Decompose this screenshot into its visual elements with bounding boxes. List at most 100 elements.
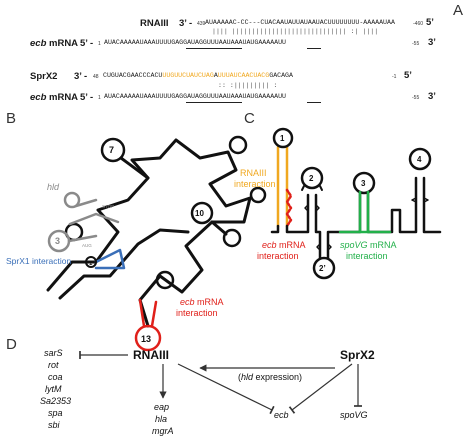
panel-b-structure: [46, 135, 267, 352]
rnaiii-ecb-pairing: |||| ||||||||||||||||||||||||||||| :| ||…: [212, 28, 379, 35]
hld-label: hld: [47, 182, 60, 192]
sprx2-start-pos: 48: [93, 74, 99, 80]
c-loop-1: [272, 127, 294, 149]
rnaiii-end-pos: -460: [413, 21, 424, 27]
loop-7-stem: [119, 156, 150, 180]
c-loop-2-label: 2: [309, 174, 314, 183]
c-loop-1-label: 1: [280, 134, 285, 143]
c-loop-4-label: 4: [417, 155, 422, 164]
sprx2-label: SprX2: [30, 71, 58, 82]
ecb-mrna-start-pos-1: 1: [98, 41, 101, 47]
c-loop-3-label: 3: [361, 179, 366, 188]
panel-d-network: sarS rot coa lytM Sa2353 spa sbi RNAIII …: [40, 348, 375, 436]
ecb-mrna-3prime-2: 3’: [428, 91, 436, 102]
loop-10-label: 10: [195, 209, 204, 218]
sd-underline-2: [186, 102, 242, 103]
aug-label: AUG: [82, 243, 92, 248]
c-ecb-mrna-label: ecb mRNA: [262, 240, 306, 250]
hld-loop: [63, 191, 81, 209]
sprx2-node: SprX2: [340, 348, 375, 362]
target-rot: rot: [48, 360, 59, 370]
c-loop-2-prime-label: 2’: [319, 264, 326, 273]
sprx2-5prime: 5’: [404, 70, 412, 81]
sprx2-end-pos: -1: [392, 74, 397, 80]
hld-expression-label: (hld expression): [238, 372, 302, 382]
ecb-mrna-label-2: ecb mRNA: [30, 92, 79, 103]
target-sa2353: Sa2353: [40, 396, 71, 406]
rnaiii-backbone: [46, 138, 252, 328]
ecb-mrna-3prime-1: 3’: [428, 37, 436, 48]
aug-underline-1: [307, 48, 321, 49]
panel-d-letter: D: [6, 336, 17, 353]
sprx2-3prime: 3’ -: [74, 71, 88, 82]
ecb-interaction-label-b: interaction: [176, 308, 218, 318]
hairpin-right-3: [222, 228, 242, 248]
ecb-mrna-5prime-2: 5’ -: [80, 92, 94, 103]
c-loop-2-prime: [312, 256, 336, 280]
target-coa: coa: [48, 372, 63, 382]
rnaiii-3prime: 3’ -: [179, 18, 193, 29]
orange-stem: [276, 145, 289, 228]
loop-1-label: 1: [89, 261, 93, 267]
green-stem: [358, 190, 370, 234]
panel-b-letter: B: [6, 110, 17, 127]
loop-10: [190, 201, 214, 225]
rnaiii-interaction-label-1: RNAIII: [240, 168, 267, 178]
aug-underline-2: [307, 102, 321, 103]
panel-c-letter: C: [244, 110, 255, 127]
target-mgra: mgrA: [152, 426, 174, 436]
sprx2-sequence: CUGUACGAACCCACUUUGUUCUAUCUAGAUUUAUCAACUA…: [103, 72, 293, 79]
loop-7: [100, 137, 126, 163]
ecb-mrna-sequence-2: AUACAAAAAUAAAUUUUGAGGAUAGGUUUAAUAAAUAUGA…: [104, 93, 287, 100]
sd-underline-1: [186, 48, 242, 49]
stop-label: STOP: [102, 204, 114, 209]
target-eap: eap: [154, 402, 169, 412]
c-loop-4: [408, 147, 432, 171]
sprx1-label: SprX1 interaction: [6, 256, 71, 266]
ecb-mrna-label-1: ecb mRNA: [30, 38, 79, 49]
panel-c-labels: 1 2 3 4 2’ RNAIII interaction ecb mRNA i…: [234, 134, 422, 273]
loop-13-label: 13: [141, 334, 151, 344]
c-ecb-interaction-label: interaction: [257, 251, 299, 261]
loop-3-label: 3: [55, 236, 60, 246]
rnaiii-start-pos: 439: [197, 21, 206, 27]
target-spovg: spoVG: [340, 410, 368, 420]
ecb-mrna-start-pos-2: 1: [98, 95, 101, 101]
ecb-interaction-segment: [285, 188, 293, 228]
ecb-mrna-5prime-1: 5’ -: [80, 38, 94, 49]
panel-b-labels: 7 10 3 13 1 hld STOP AUG SprX1 interacti…: [6, 145, 224, 344]
target-sbi: sbi: [48, 420, 61, 430]
target-spa: spa: [48, 408, 63, 418]
target-lytm: lytM: [45, 384, 62, 394]
loop-7-label: 7: [109, 145, 114, 155]
rnaiii-node: RNAIII: [133, 348, 169, 362]
hairpin-top-right-1: [228, 135, 248, 155]
hairpin-lower-mid: [155, 270, 175, 290]
hld-region: [68, 198, 120, 226]
hairpin-right-2: [249, 186, 267, 204]
rnaiii-backbone-2: [58, 228, 190, 300]
rnaiii-interaction-label-2: interaction: [234, 179, 276, 189]
loop-13: [134, 324, 162, 352]
ecb-mrna-end-pos-1: -55: [412, 41, 420, 47]
ecb-mrna-label-b: ecb mRNA: [180, 297, 224, 307]
panel-c-structure: [270, 127, 442, 280]
edge-rnaiii-represses-ecb: [177, 363, 275, 415]
ecb-mrna-sequence-1: AUACAAAAAUAAAUUUUGAGGAUAGGUUUAAUAAAUAUGA…: [104, 39, 287, 46]
c-spovg-interaction-label: interaction: [346, 251, 388, 261]
ecb-mrna-end-pos-2: -55: [412, 95, 420, 101]
target-hla: hla: [155, 414, 167, 424]
target-ecb: ecb: [274, 410, 289, 420]
c-loop-3: [352, 171, 376, 195]
edge-sprx2-represses-ecb: [288, 363, 353, 414]
sprx1-interaction-line: [94, 248, 126, 270]
c-spovg-mrna-label: spoVG mRNA: [340, 240, 397, 250]
rnaiii-5prime: 5’: [426, 17, 434, 28]
sprx2-ecb-pairing: :: :||||||||| :: [218, 82, 278, 89]
target-sars: sarS: [44, 348, 63, 358]
c-loop-2: [300, 166, 324, 190]
rnaiii-label: RNAIII: [140, 18, 169, 29]
panel-a-letter: A: [453, 2, 464, 19]
loop-1: [85, 256, 97, 268]
